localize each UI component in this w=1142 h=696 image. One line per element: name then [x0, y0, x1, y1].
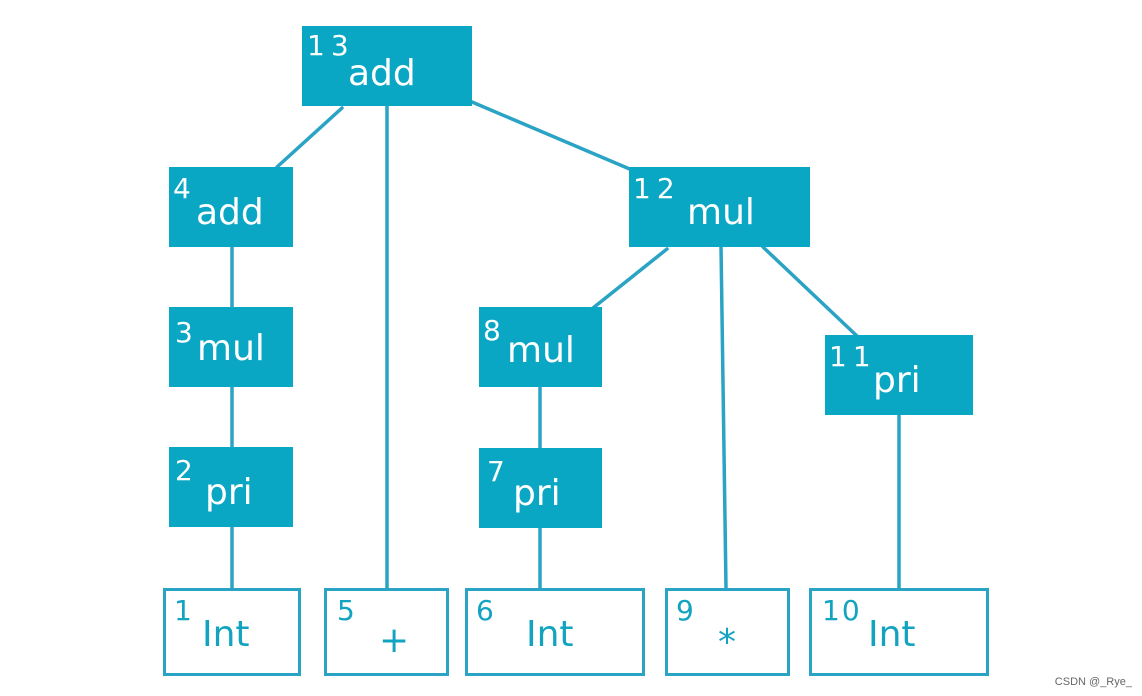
node-index: 3	[175, 316, 193, 349]
node-12-mul: 12 mul	[629, 167, 810, 247]
node-label: mul	[197, 328, 265, 369]
node-index: 6	[476, 594, 494, 627]
node-label: Int	[526, 614, 574, 655]
edge-12-11	[761, 245, 859, 338]
node-index: 8	[483, 314, 501, 347]
node-11-pri: 11 pri	[825, 335, 973, 415]
edge-13-4	[275, 106, 344, 169]
node-label: *	[718, 622, 736, 663]
node-index: 13	[307, 29, 355, 62]
node-index: 5	[337, 594, 355, 627]
node-7-pri: 7 pri	[479, 448, 602, 528]
node-index: 11	[829, 340, 877, 373]
leaf-5-plus: 5 +	[324, 588, 449, 676]
leaf-6-int: 6 Int	[465, 588, 645, 676]
node-label: add	[348, 53, 416, 94]
node-13-add: 13 add	[302, 26, 472, 106]
node-label: +	[379, 620, 410, 661]
node-index: 12	[633, 172, 681, 205]
node-4-add: 4 add	[169, 167, 293, 247]
node-label: Int	[202, 614, 250, 655]
node-index: 10	[822, 594, 862, 627]
node-index: 9	[676, 594, 694, 627]
node-label: pri	[205, 472, 253, 513]
node-label: mul	[687, 192, 755, 233]
watermark: CSDN @_Rye_	[1054, 676, 1132, 688]
leaf-10-int: 10 Int	[809, 588, 989, 676]
node-label: pri	[873, 360, 921, 401]
node-2-pri: 2 pri	[169, 447, 293, 527]
node-index: 1	[174, 594, 192, 627]
edge-13-12	[470, 100, 634, 172]
node-index: 2	[175, 454, 193, 487]
node-label: Int	[868, 614, 916, 655]
node-label: add	[196, 192, 264, 233]
node-label: mul	[507, 330, 575, 371]
node-3-mul: 3 mul	[169, 307, 293, 387]
edge-12-9	[719, 244, 728, 590]
node-index: 4	[173, 172, 191, 205]
node-8-mul: 8 mul	[479, 307, 602, 387]
node-label: pri	[513, 473, 561, 514]
leaf-9-star: 9 *	[665, 588, 790, 676]
node-index: 7	[487, 455, 505, 488]
edge-12-8	[591, 247, 669, 310]
